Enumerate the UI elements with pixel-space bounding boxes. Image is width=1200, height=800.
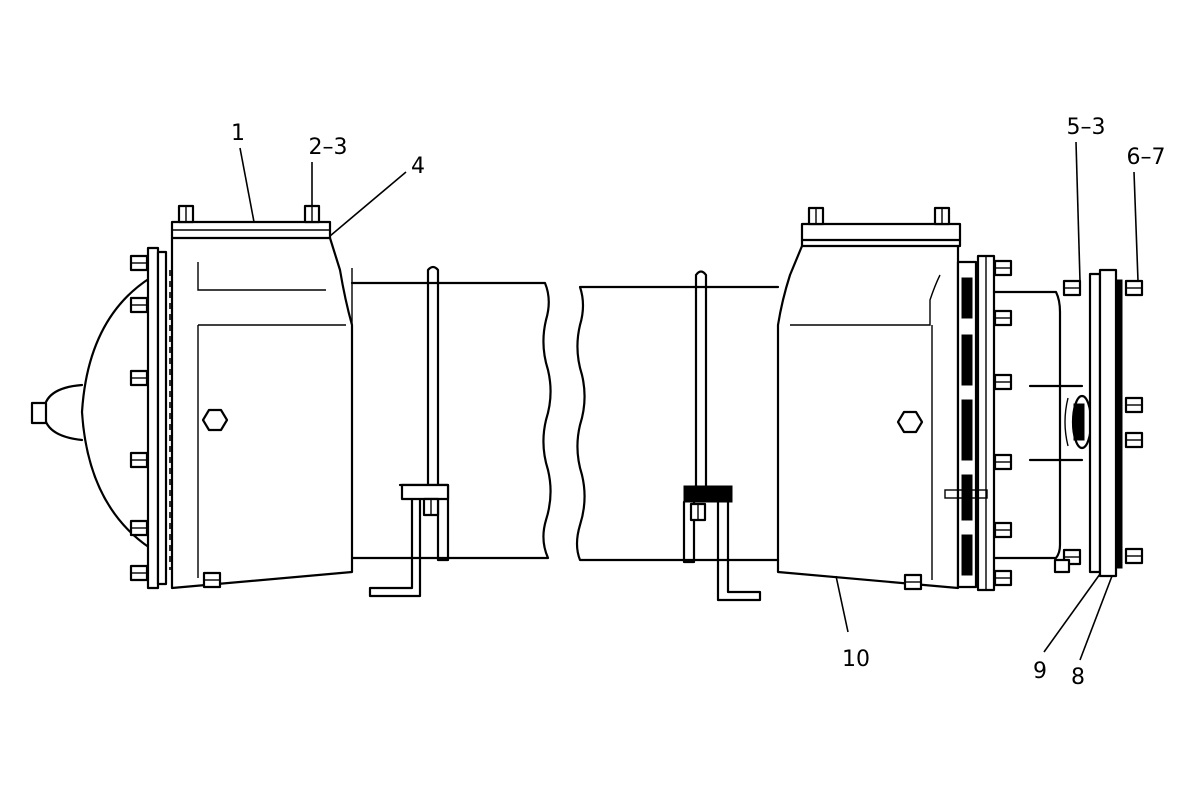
svg-text:9: 9 <box>1033 659 1047 684</box>
right-support-bracket <box>682 270 762 602</box>
callout-4: 4 <box>329 154 425 237</box>
callouts: 1 2–3 4 5–3 6–7 10 9 8 <box>231 115 1166 690</box>
left-support-bracket <box>368 265 450 598</box>
right-housing <box>776 206 962 591</box>
svg-text:1: 1 <box>231 121 245 146</box>
left-pipe-segment <box>350 281 552 560</box>
svg-text:10: 10 <box>842 647 870 672</box>
callout-10: 10 <box>835 575 870 672</box>
end-connector <box>992 268 1144 578</box>
callout-5-3: 5–3 <box>1067 115 1106 282</box>
svg-text:4: 4 <box>411 154 425 179</box>
right-pipe-segment <box>575 285 780 562</box>
svg-text:6–7: 6–7 <box>1127 145 1166 170</box>
left-housing <box>170 204 354 590</box>
callout-6-7: 6–7 <box>1127 145 1166 282</box>
svg-text:5–3: 5–3 <box>1067 115 1106 140</box>
callout-9: 9 <box>1033 573 1101 684</box>
svg-text:8: 8 <box>1071 665 1085 690</box>
svg-text:2–3: 2–3 <box>309 135 348 160</box>
right-flange-assembly <box>944 254 1013 592</box>
callout-2-3: 2–3 <box>309 135 348 206</box>
callout-8: 8 <box>1071 575 1113 690</box>
left-end-cover <box>30 246 171 590</box>
callout-1: 1 <box>231 121 255 223</box>
